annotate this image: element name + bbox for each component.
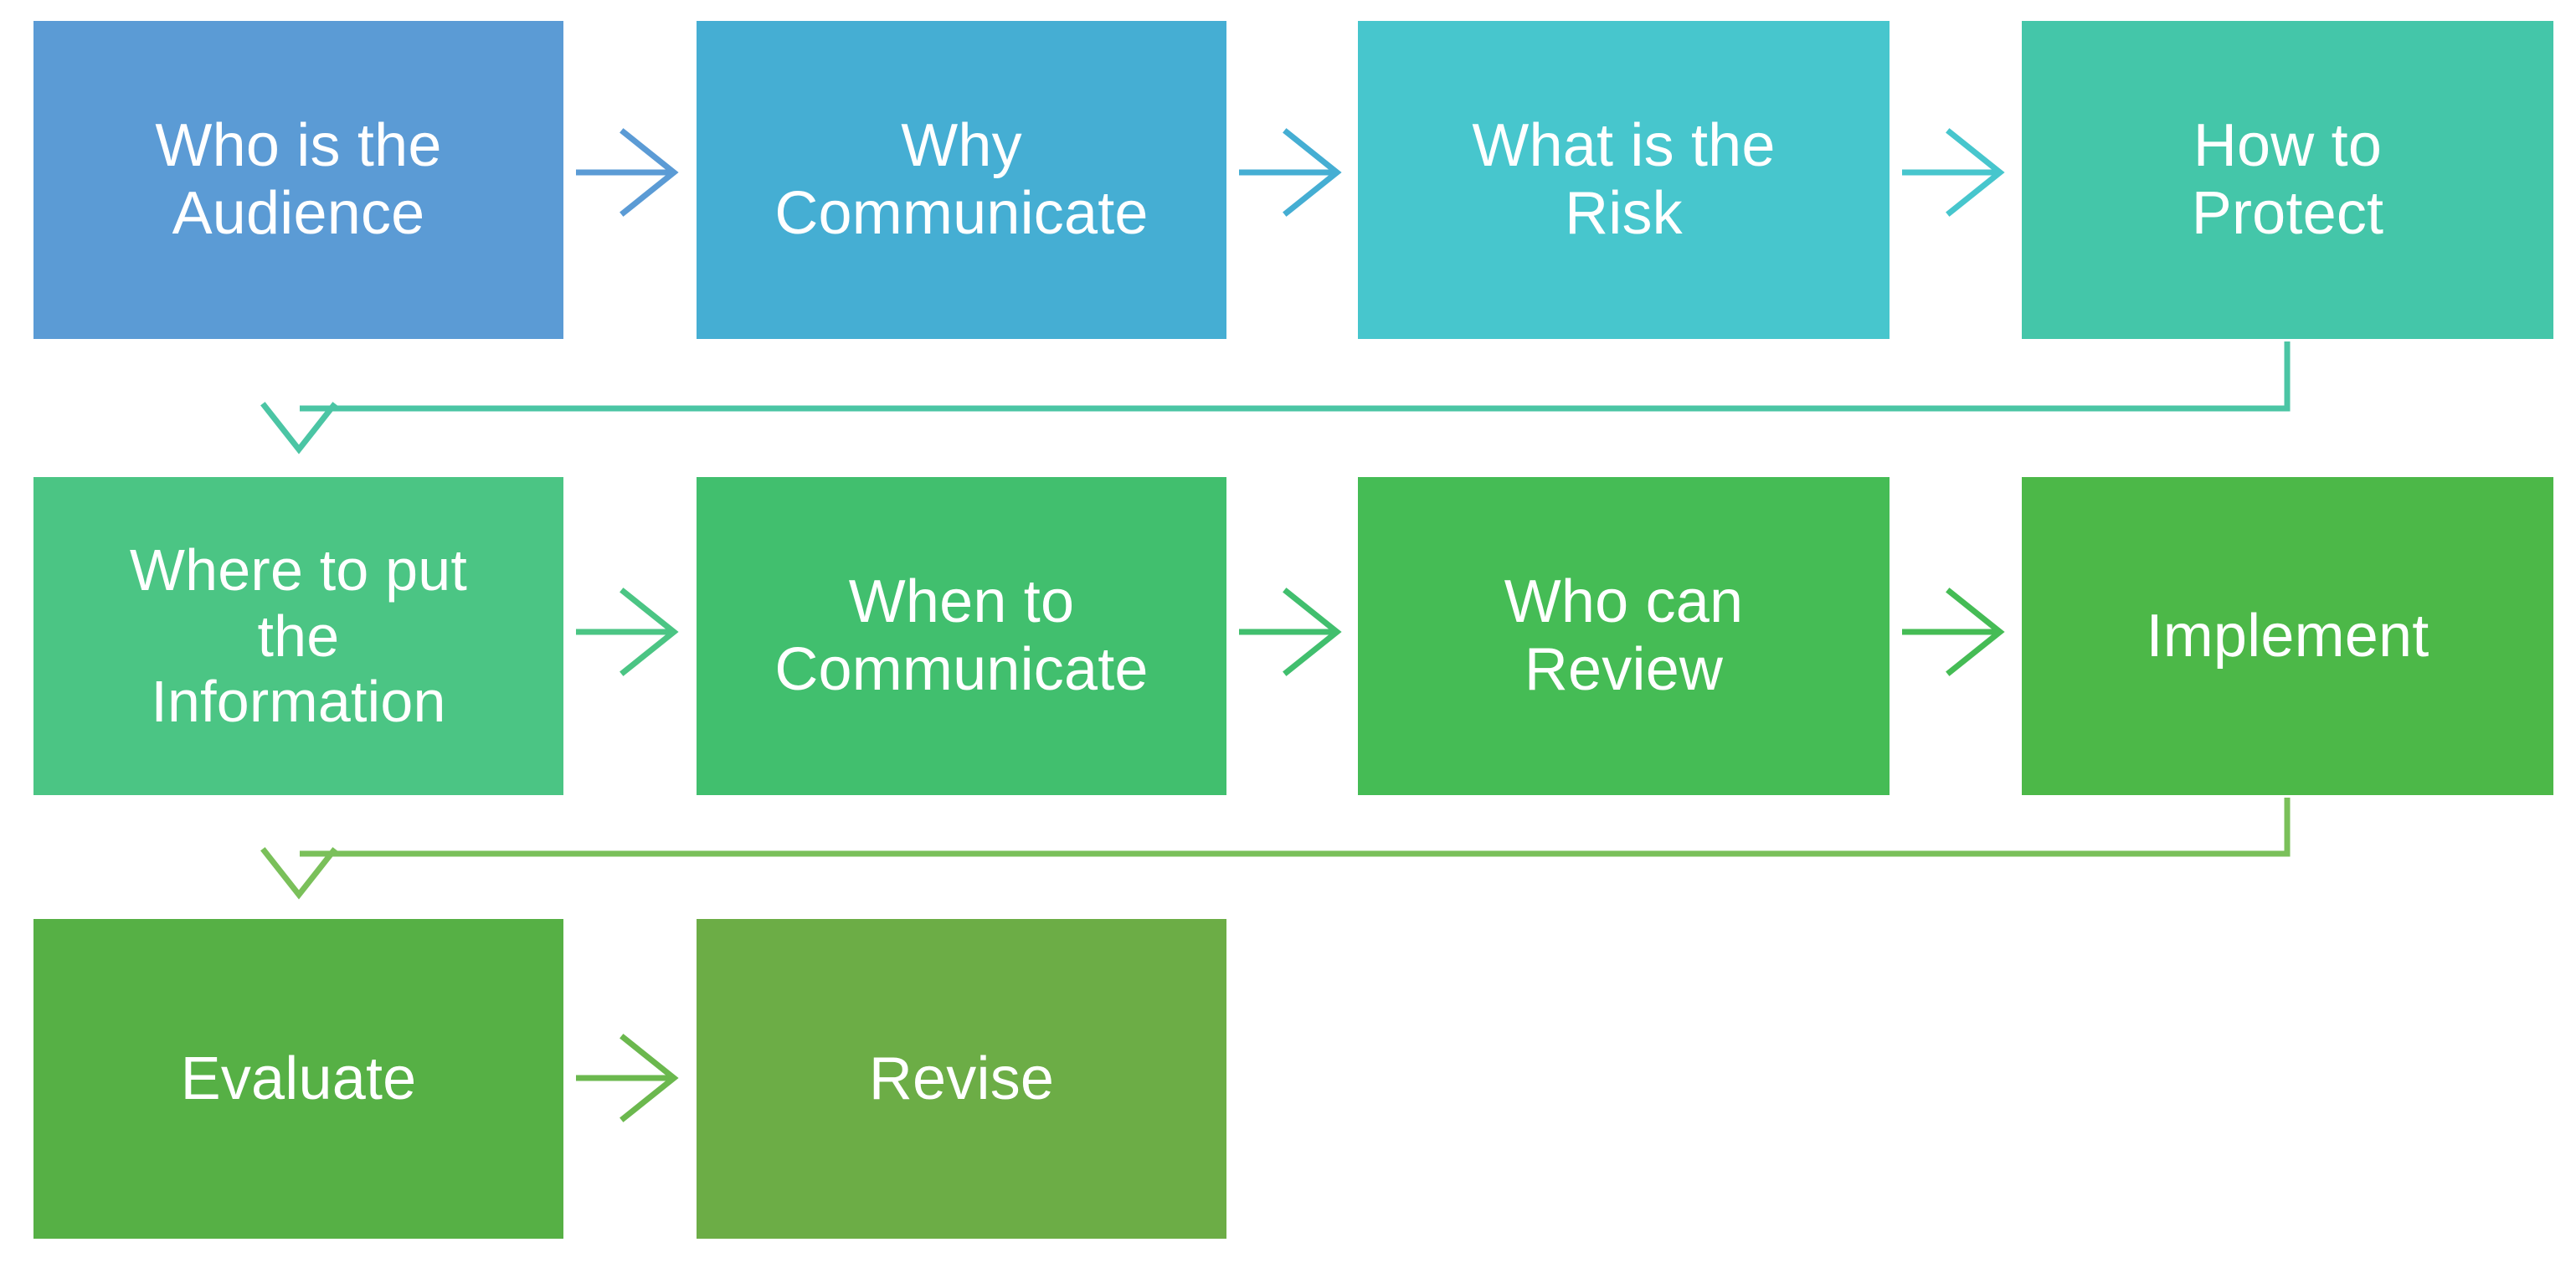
process-node-label: Who can Review (1504, 568, 1744, 703)
process-node-who-is-the-audience[interactable]: Who is the Audience (33, 21, 563, 339)
arrow-protect-to-where (260, 341, 2291, 454)
process-node-label: What is the Risk (1472, 112, 1776, 247)
process-node-revise[interactable]: Revise (697, 919, 1226, 1239)
arrow-evaluate-to-revise (576, 1034, 679, 1122)
arrow-audience-to-why (576, 128, 679, 217)
arrow-why-to-risk (1239, 128, 1342, 217)
process-node-why-communicate[interactable]: Why Communicate (697, 21, 1226, 339)
process-node-evaluate[interactable]: Evaluate (33, 919, 563, 1239)
process-node-label: Revise (868, 1045, 1055, 1112)
arrow-when-to-who-review (1239, 588, 1342, 676)
process-node-what-is-the-risk[interactable]: What is the Risk (1358, 21, 1890, 339)
process-node-label: How to Protect (2191, 112, 2384, 247)
arrow-where-to-when (576, 588, 679, 676)
process-node-how-to-protect[interactable]: How to Protect (2022, 21, 2553, 339)
process-node-who-can-review[interactable]: Who can Review (1358, 477, 1890, 795)
process-node-label: Why Communicate (774, 112, 1149, 247)
process-node-label: Evaluate (180, 1045, 417, 1112)
process-node-implement[interactable]: Implement (2022, 477, 2553, 795)
arrow-implement-to-evaluate (260, 798, 2291, 900)
process-node-when-to-communicate[interactable]: When to Communicate (697, 477, 1226, 795)
process-node-label: Where to put the Information (129, 537, 468, 735)
process-node-where-to-put-the-information[interactable]: Where to put the Information (33, 477, 563, 795)
process-node-label: When to Communicate (774, 568, 1149, 703)
arrow-risk-to-protect (1902, 128, 2005, 217)
arrow-review-to-implement (1902, 588, 2005, 676)
process-node-label: Implement (2146, 602, 2429, 670)
process-node-label: Who is the Audience (155, 112, 442, 247)
